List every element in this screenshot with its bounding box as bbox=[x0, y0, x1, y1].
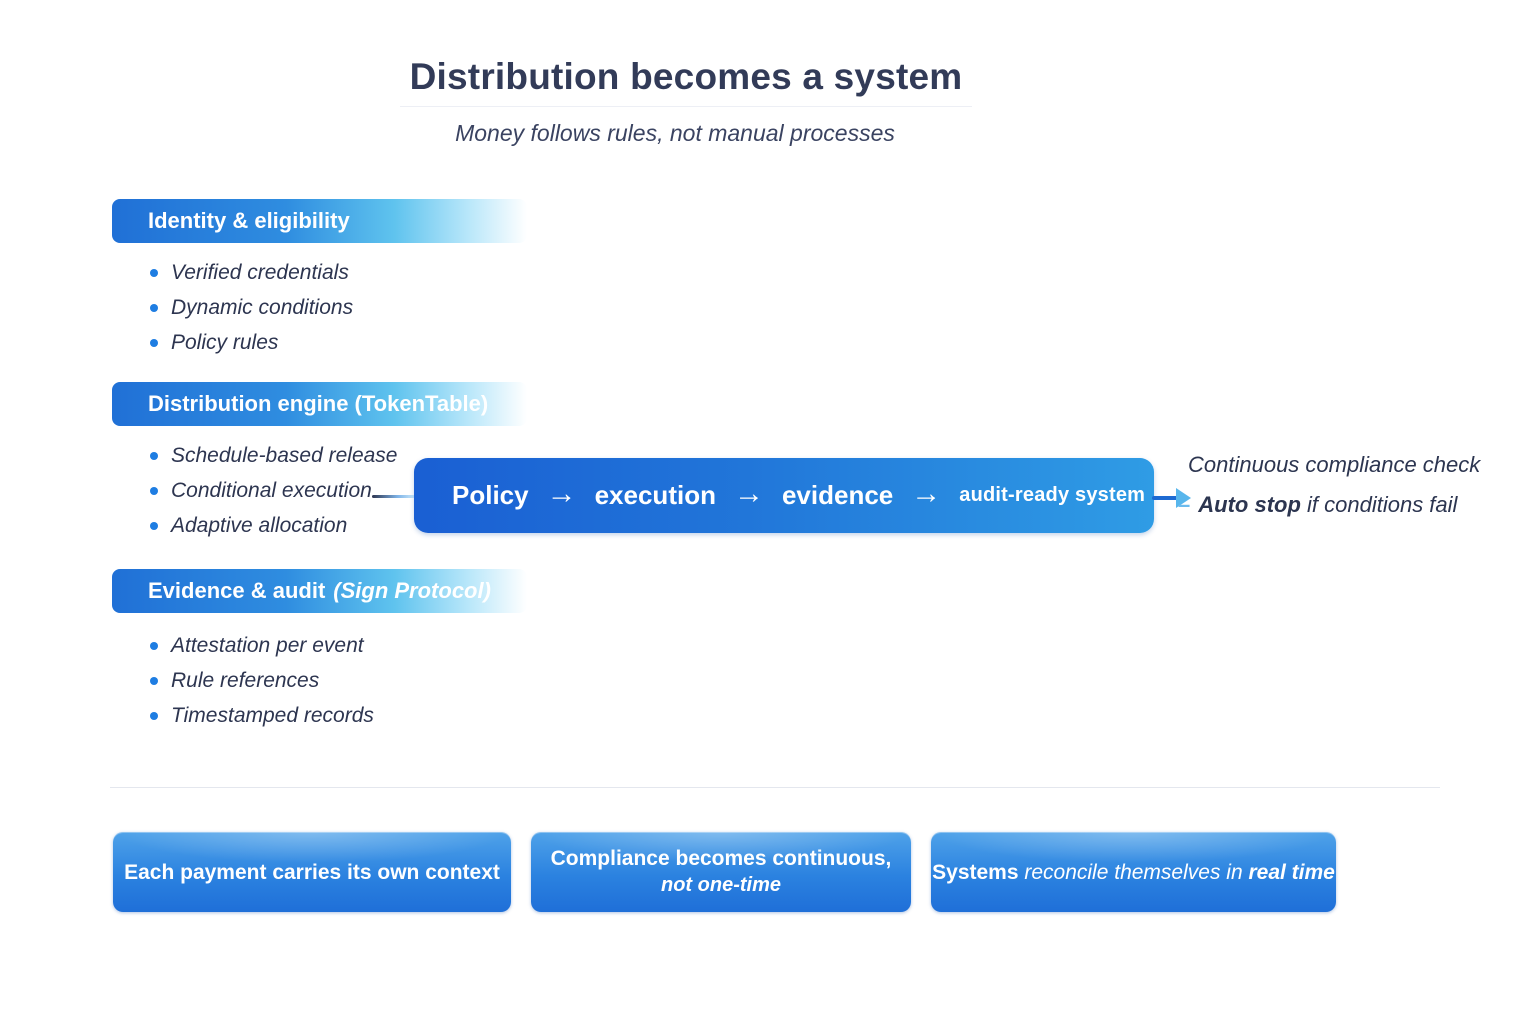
bullet-icon bbox=[150, 303, 158, 312]
takeaway-label: Each payment carries its own context bbox=[124, 860, 500, 884]
bullet-label: Attestation per event bbox=[171, 633, 364, 657]
section-divider bbox=[110, 787, 1440, 788]
bullet-icon bbox=[150, 711, 158, 720]
identity-bullet-list: Verified credentials Dynamic conditions … bbox=[134, 255, 353, 360]
list-item: Policy rules bbox=[134, 325, 353, 360]
bullet-label: Rule references bbox=[171, 668, 320, 692]
section-header-distribution-engine: Distribution engine (TokenTable) bbox=[112, 382, 527, 426]
takeaway-box-continuous-compliance: Compliance becomes continuous, not one-t… bbox=[531, 832, 911, 912]
takeaway-label-line2: not one-time bbox=[661, 874, 781, 896]
auto-stop-label: Auto stop bbox=[1198, 492, 1301, 517]
title-divider bbox=[400, 106, 972, 107]
arrow-right-icon: → bbox=[733, 476, 764, 510]
bullet-icon bbox=[150, 451, 158, 460]
list-item: Timestamped records bbox=[134, 698, 374, 733]
bullet-label: Conditional execution bbox=[171, 478, 372, 502]
bullet-icon bbox=[150, 486, 158, 495]
flow-step-execution: execution bbox=[594, 480, 716, 510]
evidence-bullet-list: Attestation per event Rule references Ti… bbox=[134, 628, 374, 733]
list-item: Verified credentials bbox=[134, 255, 353, 290]
takeaway-box-realtime-reconcile: Systems reconcile themselves in real tim… bbox=[931, 832, 1336, 912]
page-title: Distribution becomes a system bbox=[409, 56, 963, 97]
list-item: Schedule-based release bbox=[134, 438, 398, 473]
distribution-bullet-list: Schedule-based release Conditional execu… bbox=[134, 438, 398, 543]
bullet-icon bbox=[150, 338, 158, 347]
bullet-label: Verified credentials bbox=[171, 260, 349, 284]
takeaway-bold-part: Systems bbox=[932, 860, 1019, 884]
bullet-icon bbox=[150, 268, 158, 277]
arrow-right-icon: → bbox=[546, 476, 577, 510]
flow-step-policy: Policy bbox=[452, 480, 529, 510]
bullet-icon bbox=[150, 641, 158, 650]
bullet-label: Schedule-based release bbox=[171, 443, 398, 467]
bullet-icon bbox=[150, 676, 158, 685]
compliance-note-line2: –Auto stop if conditions fail bbox=[1178, 492, 1457, 518]
exit-arrow-shaft bbox=[1152, 496, 1178, 500]
compliance-note-line1: Continuous compliance check bbox=[1188, 452, 1481, 477]
bullet-label: Timestamped records bbox=[171, 703, 374, 727]
bullet-icon bbox=[150, 521, 158, 530]
bullet-label: Adaptive allocation bbox=[171, 513, 348, 537]
section-header-identity-label: Identity & eligibility bbox=[148, 208, 350, 233]
list-item: Rule references bbox=[134, 663, 374, 698]
section-header-evidence-audit: Evidence & audit (Sign Protocol) bbox=[112, 569, 527, 613]
exit-arrow-head bbox=[1176, 488, 1191, 508]
section-header-identity: Identity & eligibility bbox=[112, 199, 527, 243]
section-header-distribution-engine-label: Distribution engine (TokenTable) bbox=[148, 391, 489, 416]
flow-step-audit-ready-system: audit-ready system bbox=[959, 484, 1146, 506]
subtitle: Money follows rules, not manual processe… bbox=[455, 120, 895, 146]
exit-arrow-icon bbox=[1152, 488, 1196, 508]
flow-step-evidence: evidence bbox=[781, 480, 894, 510]
section-header-evidence-audit-label: Evidence & audit bbox=[148, 578, 326, 603]
section-header-evidence-audit-suffix: (Sign Protocol) bbox=[333, 578, 491, 603]
bullet-label: Dynamic conditions bbox=[171, 295, 354, 319]
takeaway-box-payment-context: Each payment carries its own context bbox=[113, 832, 511, 912]
arrow-right-icon: → bbox=[911, 476, 942, 510]
auto-stop-rest: if conditions fail bbox=[1300, 492, 1458, 517]
takeaway-italic-part: reconcile themselves in bbox=[1018, 860, 1249, 884]
list-item: Conditional execution bbox=[134, 473, 398, 508]
bullet-label: Policy rules bbox=[171, 330, 279, 354]
connector-line bbox=[372, 495, 415, 498]
dash-icon: – bbox=[1178, 492, 1191, 517]
list-item: Adaptive allocation bbox=[134, 508, 398, 543]
takeaway-bold-italic-part: real time bbox=[1248, 860, 1335, 884]
takeaway-label-line1: Compliance becomes continuous, bbox=[550, 847, 892, 870]
takeaway-label: Systems reconcile themselves in real tim… bbox=[932, 859, 1335, 886]
flow-bar: Policy → execution → evidence → audit-re… bbox=[414, 458, 1154, 533]
list-item: Attestation per event bbox=[134, 628, 374, 663]
list-item: Dynamic conditions bbox=[134, 290, 353, 325]
